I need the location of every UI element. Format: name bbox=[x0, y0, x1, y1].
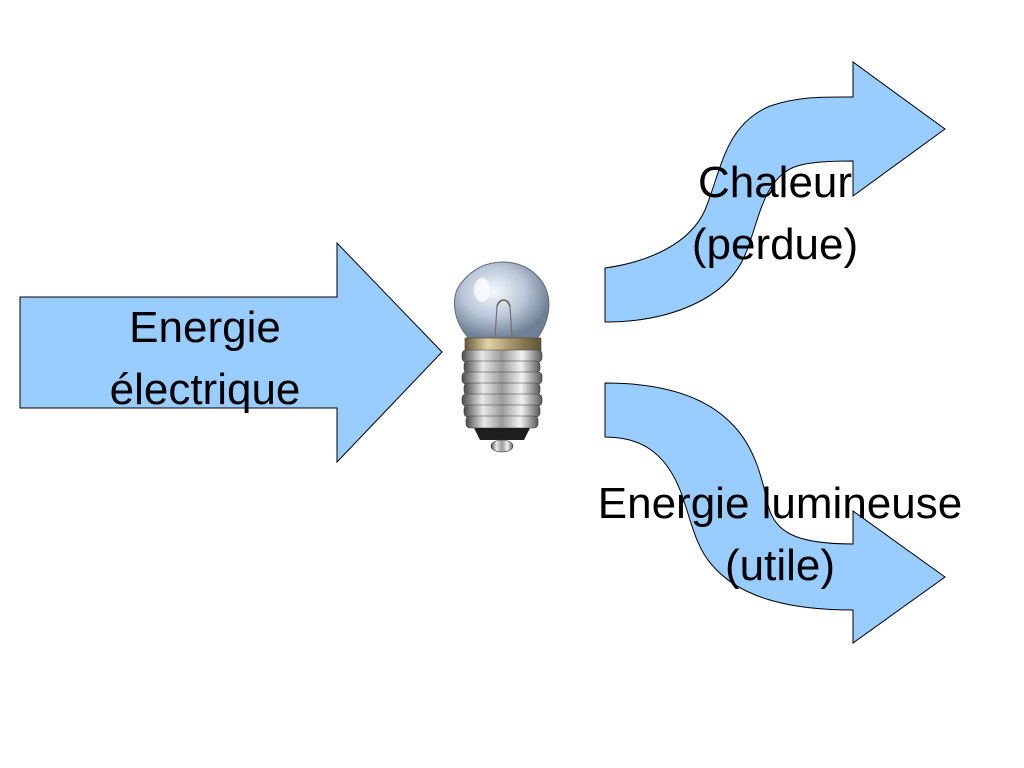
light-output-arrow bbox=[604, 382, 946, 644]
light-output-line2: (utile) bbox=[724, 541, 836, 590]
input-arrow bbox=[19, 241, 443, 464]
heat-output-line2: (perdue) bbox=[691, 220, 859, 269]
heat-output-arrow bbox=[604, 61, 946, 323]
heat-output-label: Chaleur (perdue) bbox=[660, 152, 890, 276]
heat-output-line1: Chaleur bbox=[697, 158, 853, 207]
light-output-line1: Energie lumineuse bbox=[597, 479, 963, 528]
light-output-label: Energie lumineuse (utile) bbox=[560, 473, 1000, 597]
light-bulb-icon bbox=[453, 261, 550, 453]
input-energy-label: Energie électrique bbox=[70, 297, 340, 421]
input-energy-line2: électrique bbox=[109, 365, 301, 414]
input-energy-line1: Energie bbox=[129, 303, 281, 352]
